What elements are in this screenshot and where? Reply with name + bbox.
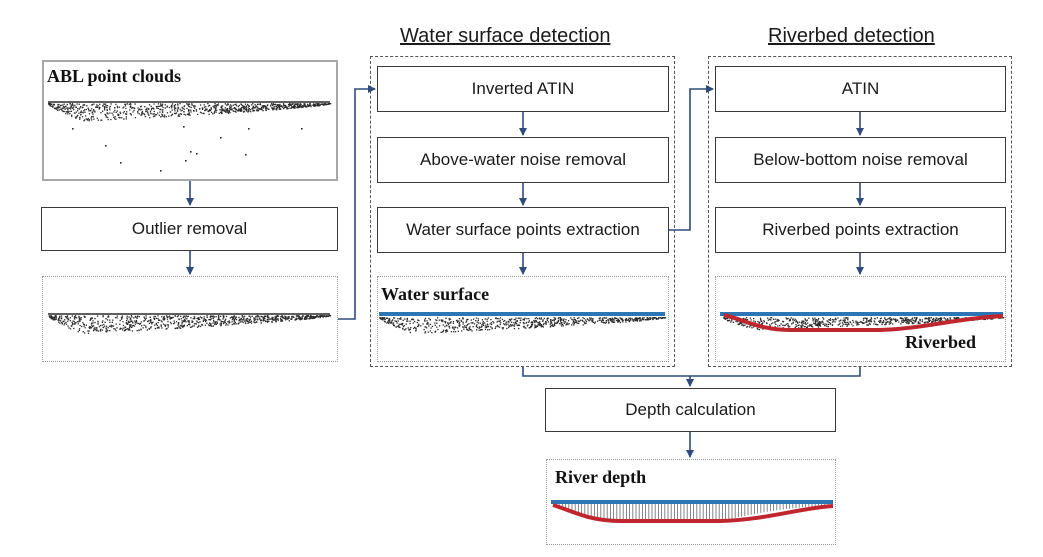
abl-point-cloud	[48, 101, 332, 122]
water-surface-label: Water surface	[381, 284, 490, 304]
depth-calculation-box: Depth calculation	[545, 388, 836, 432]
water-surface-detection-group	[370, 56, 675, 367]
atin-box: ATIN	[715, 66, 1006, 112]
depth-hatch	[555, 504, 829, 521]
above-water-noise-removal-box: Above-water noise removal	[377, 137, 669, 183]
connector-clean-inverted-atin	[338, 85, 376, 320]
connector-extraction-atin	[669, 85, 714, 231]
water-surface-points-extraction-box: Water surface points extraction	[377, 207, 669, 253]
cleaned-point-cloud	[48, 313, 332, 334]
riverbed-detection-heading: Riverbed detection	[768, 25, 935, 47]
riverbed-curve	[723, 313, 1004, 332]
connector-merge-lines	[522, 367, 861, 377]
riverbed-points-extraction-box: Riverbed points extraction	[715, 207, 1006, 253]
water-surface-detection-heading: Water surface detection	[400, 25, 611, 47]
abl-point-clouds-label: ABL point clouds	[47, 66, 182, 86]
river-depth-bed-curve	[552, 503, 834, 523]
outlier-removal-box: Outlier removal	[41, 207, 338, 251]
riverbed-detection-group	[708, 56, 1012, 367]
outlier-points	[72, 126, 303, 172]
water-surface-point-cloud	[379, 317, 667, 334]
inverted-atin-box: Inverted ATIN	[377, 66, 669, 112]
below-bottom-noise-removal-box: Below-bottom noise removal	[715, 137, 1006, 183]
river-depth-label: River depth	[555, 467, 647, 487]
riverbed-label: Riverbed	[905, 332, 976, 352]
